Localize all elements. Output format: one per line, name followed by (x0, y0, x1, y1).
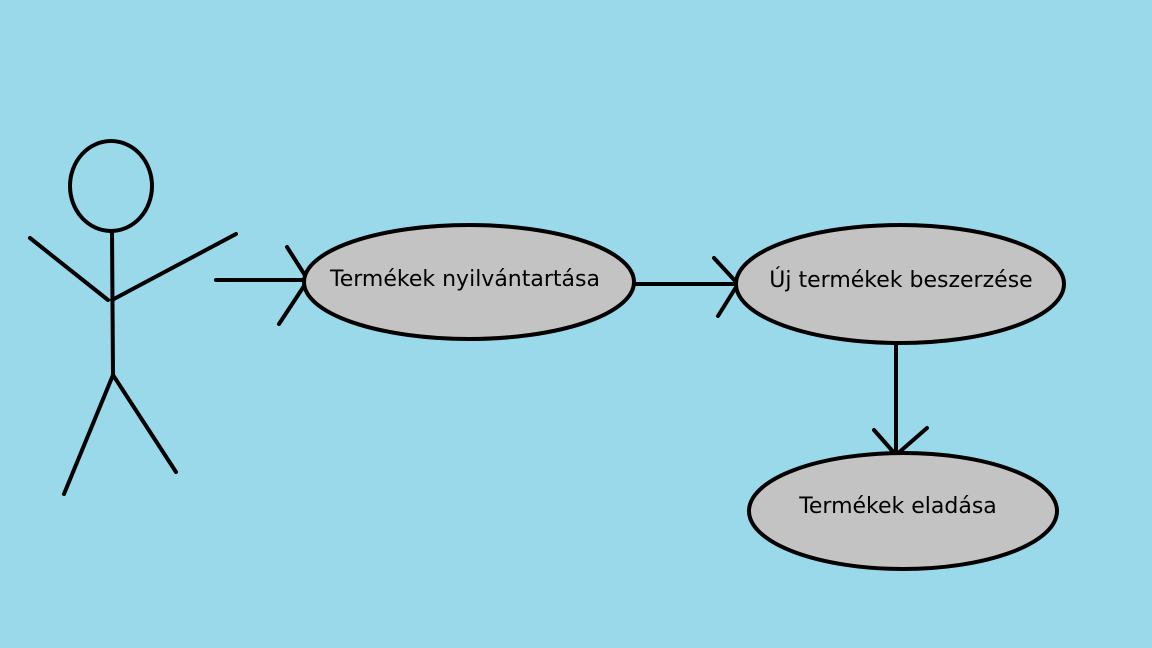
actor-stick-figure-icon (28, 139, 238, 496)
use-case-termekek-eladasa[interactable]: Termékek eladása (747, 451, 1059, 571)
use-case-label: Új termékek beszerzése (769, 267, 1032, 293)
actor-right-arm (110, 232, 238, 302)
arrow-uc1-to-uc2 (632, 256, 740, 318)
actor-right-leg (111, 373, 178, 474)
use-case-label: Termékek eladása (798, 494, 997, 519)
actor-head (68, 139, 154, 233)
arrow-uc2-to-uc3 (872, 342, 929, 457)
arrow-head-icon (872, 426, 929, 457)
actor-left-arm (28, 236, 110, 302)
use-case-termekek-nyilvantartasa[interactable]: Termékek nyilvántartása (302, 223, 636, 341)
use-case-label: Termékek nyilvántartása (329, 267, 600, 292)
actor-left-leg (62, 373, 115, 496)
use-case-uj-termekek-beszerzese[interactable]: Új termékek beszerzése (734, 223, 1066, 345)
arrow-actor-to-uc1 (214, 245, 310, 326)
actor-body (110, 229, 115, 377)
